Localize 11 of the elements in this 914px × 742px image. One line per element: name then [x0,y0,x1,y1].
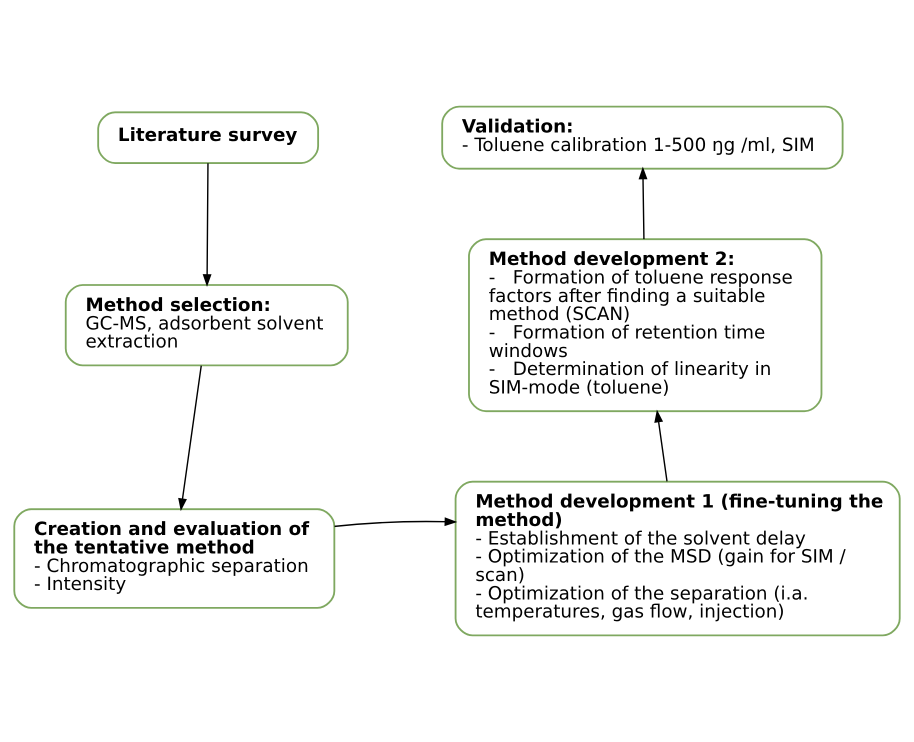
node-box: Validation: - Toluene calibration 1-500 ŋg /ml, SIM [441,106,844,170]
arrow [202,163,212,287]
node-box: Creation and evaluation of the tentative method - Chromatographic separation - Intensity [13,508,336,609]
arrow [638,166,648,240]
node-box: Method development 1 (fine-tuning the method) - Establishment of the solvent delay - Optimization of the MSD (gain for SIM / scan) - Optimization of the separation (i.a. temperatures, gas flow, injection) [454,480,901,636]
node-box: Method selection: GC-MS, adsorbent solvent extraction [64,284,349,366]
arrow [334,517,458,528]
arrow [654,410,668,482]
arrow [178,366,202,512]
node-box: Method development 2: - Formation of toluene response factors after finding a suitable method (SCAN) - Formation of retention time windows - Determination of linearity in SIM-mode (toluene) [468,238,822,412]
node-box: Literature survey [97,111,320,164]
